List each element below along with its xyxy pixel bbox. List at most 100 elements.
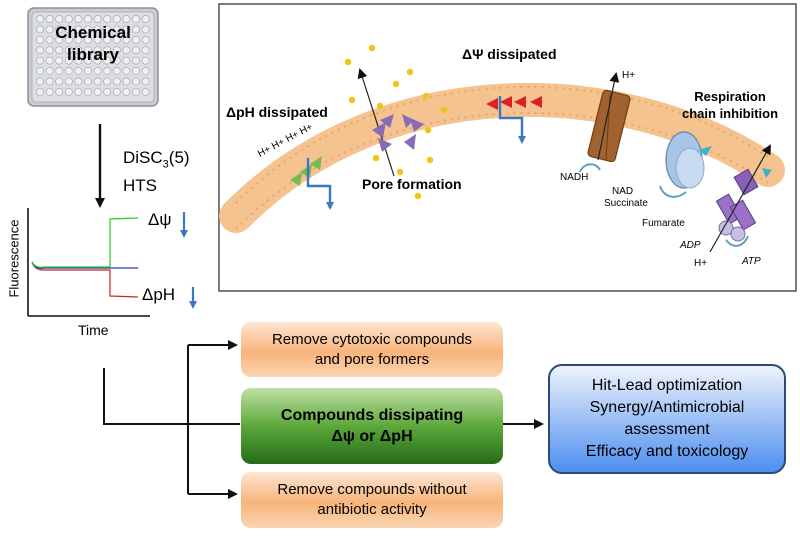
plate-well — [122, 46, 131, 55]
plate-well — [45, 35, 54, 44]
plate-well — [36, 56, 44, 65]
center-line1: Compounds dissipating — [280, 407, 464, 424]
plate-well — [141, 35, 150, 44]
fumarate-label: Fumarate — [642, 218, 685, 229]
plate-well — [112, 35, 121, 44]
plate-well — [122, 67, 131, 75]
plate-well — [74, 77, 83, 86]
plate-well — [93, 87, 102, 96]
red-triangles — [486, 96, 542, 110]
atp-label: ATP — [742, 256, 761, 267]
plate-well — [93, 46, 102, 55]
plate-well — [64, 56, 73, 65]
complex-two — [659, 131, 712, 198]
plate-label: Chemical library — [40, 22, 146, 66]
plate-well — [93, 77, 102, 86]
plate-well — [132, 15, 140, 23]
plate-well — [84, 56, 92, 65]
dye-particle — [372, 154, 380, 162]
dye-particle — [414, 192, 422, 200]
dye-particle — [396, 168, 404, 176]
plate-well — [103, 56, 112, 65]
fluorescence-plot — [27, 208, 197, 317]
plate-well — [122, 35, 131, 44]
flow-connectors — [103, 340, 544, 499]
plate-label-line2: library — [67, 45, 119, 64]
plate-well — [93, 25, 102, 34]
plate-well — [36, 15, 44, 23]
center-line2: Δψ or ΔpH — [331, 428, 413, 445]
plate-well — [64, 15, 73, 23]
plate-well — [45, 67, 54, 75]
plate-well — [55, 15, 64, 23]
assay-hts: HTS — [123, 176, 157, 196]
dye-particle — [440, 106, 448, 114]
plate-well — [93, 56, 102, 65]
plate-well — [55, 35, 64, 44]
plate-well — [112, 56, 121, 65]
plate-well — [122, 56, 131, 65]
plate-well — [74, 56, 83, 65]
plate-well — [55, 77, 64, 86]
remove-inactive-line2: antibiotic activity — [317, 501, 427, 518]
plate-well — [36, 77, 44, 86]
plate-well — [36, 87, 44, 96]
plate-well — [74, 35, 83, 44]
dpsi-dissipated-label: ΔΨ dissipated — [462, 46, 557, 62]
plate-well — [93, 67, 102, 75]
trace-green — [31, 217, 139, 268]
complex-h-plus: H+ — [622, 70, 636, 81]
pore-formation-label: Pore formation — [362, 176, 462, 192]
dye-particle — [392, 80, 400, 88]
hit-line3: assessment — [624, 421, 710, 438]
plate-well — [103, 87, 112, 96]
plate-well — [64, 25, 73, 34]
psi-label: Δψ — [148, 210, 172, 229]
plot-xlabel: Time — [78, 322, 109, 338]
plate-well — [112, 87, 121, 96]
dye-particle — [368, 44, 376, 52]
plate-well — [103, 35, 112, 44]
plate-well — [64, 87, 73, 96]
nad-label: NAD — [612, 186, 634, 197]
plate-well — [64, 35, 73, 44]
respiration-label: Respiration chain inhibition — [682, 89, 779, 121]
assay-label: DiSC3(5) HTS — [123, 148, 190, 196]
hit-line1: Hit-Lead optimization — [591, 377, 743, 394]
succinate-label: Succinate — [604, 198, 648, 209]
plate-well — [74, 15, 83, 23]
dph-dissipated-label: ΔpH dissipated — [226, 104, 328, 120]
plate-well — [132, 25, 140, 34]
dye-particle — [406, 68, 414, 76]
adp-label: ADP — [680, 240, 701, 251]
plate-well — [64, 46, 73, 55]
plate-well — [45, 87, 54, 96]
plate-well — [74, 25, 83, 34]
plate-well — [103, 15, 112, 23]
plate-well — [84, 35, 92, 44]
plate-well — [122, 25, 131, 34]
plate-wells — [36, 15, 150, 96]
plate-well — [45, 46, 54, 55]
plate-well — [112, 46, 121, 55]
plate-well — [122, 87, 131, 96]
plate-well — [103, 67, 112, 75]
dye-particle — [348, 96, 356, 104]
remove-cytotoxic-line1: Remove cytotoxic compounds — [271, 330, 473, 348]
purple-triangles — [372, 114, 424, 152]
plate-well — [112, 25, 121, 34]
plate-well — [132, 67, 140, 75]
plate-well — [36, 46, 44, 55]
plot-ylabel: Fluorescence — [6, 219, 22, 298]
atp-synthase — [709, 144, 772, 253]
plate-well — [103, 25, 112, 34]
plate-well — [84, 87, 92, 96]
plate-well — [141, 15, 150, 23]
plate-well — [45, 56, 54, 65]
plate-well — [64, 77, 73, 86]
plate-well — [93, 15, 102, 23]
remove-inactive-box: Remove compounds without antibiotic acti… — [241, 472, 503, 528]
plate-well — [141, 67, 150, 75]
plate-well — [132, 56, 140, 65]
